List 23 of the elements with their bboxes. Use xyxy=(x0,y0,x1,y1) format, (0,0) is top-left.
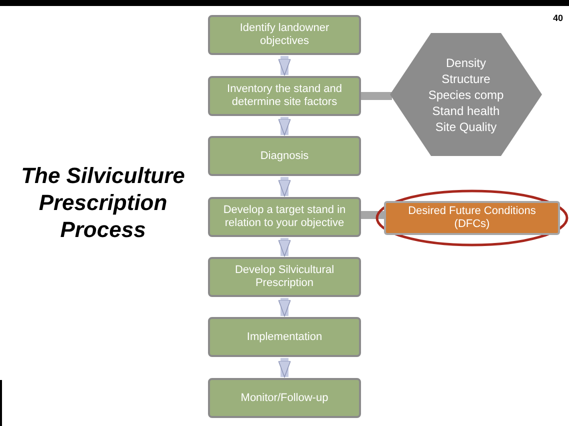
block-arrow xyxy=(278,117,291,136)
connector-bar xyxy=(361,92,392,100)
step-box: Implementation xyxy=(208,317,361,357)
factor-text: Density xyxy=(446,54,486,70)
block-arrow xyxy=(278,358,291,378)
step-box: Monitor/Follow-up xyxy=(208,378,361,418)
slide-title: The Silviculture Prescription Process xyxy=(20,162,186,243)
factor-text: Structure xyxy=(442,70,490,86)
block-arrow xyxy=(278,298,291,316)
step-box: Identify landowner objectives xyxy=(208,15,361,55)
step-box: Develop a target stand in relation to your objective xyxy=(208,197,361,237)
block-arrow xyxy=(278,238,291,256)
step-box: Develop Silvicultural Prescription xyxy=(208,257,361,297)
step-box: Inventory the stand and determine site factors xyxy=(208,76,361,116)
block-arrow xyxy=(278,177,291,196)
factor-text: Stand health xyxy=(432,102,500,118)
factor-text: Species comp xyxy=(428,86,504,102)
factor-text: Site Quality xyxy=(435,118,497,134)
block-arrow xyxy=(278,56,291,76)
page-number: 40 xyxy=(552,12,563,25)
step-box: Diagnosis xyxy=(208,136,361,176)
connector-bar xyxy=(361,211,384,219)
conditions-box: Desired Future Conditions (DFCs) xyxy=(384,201,560,235)
